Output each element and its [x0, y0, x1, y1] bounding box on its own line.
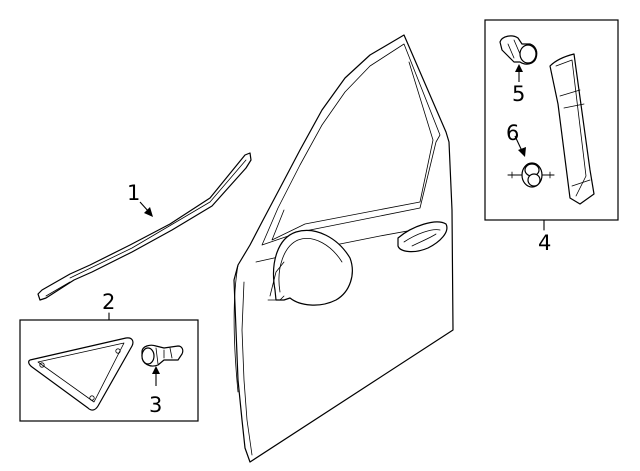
- belt-molding: [37, 152, 252, 301]
- callout-5: 5: [512, 82, 525, 106]
- callout-1: 1: [127, 181, 140, 205]
- pillar-applique: [549, 53, 595, 205]
- callout-4: 4: [538, 231, 551, 255]
- callout-3: 3: [149, 393, 162, 417]
- clip-3: [141, 344, 184, 367]
- kit-box-4: [484, 19, 619, 231]
- callout-6: 6: [506, 121, 519, 145]
- triangle-applique: [28, 337, 134, 411]
- side-mirror: [267, 229, 353, 306]
- clip-5: [499, 35, 538, 65]
- door-handle: [397, 221, 448, 253]
- callout-2: 2: [102, 290, 115, 314]
- kit-box-2: [19, 312, 199, 422]
- clip-6: [507, 162, 555, 188]
